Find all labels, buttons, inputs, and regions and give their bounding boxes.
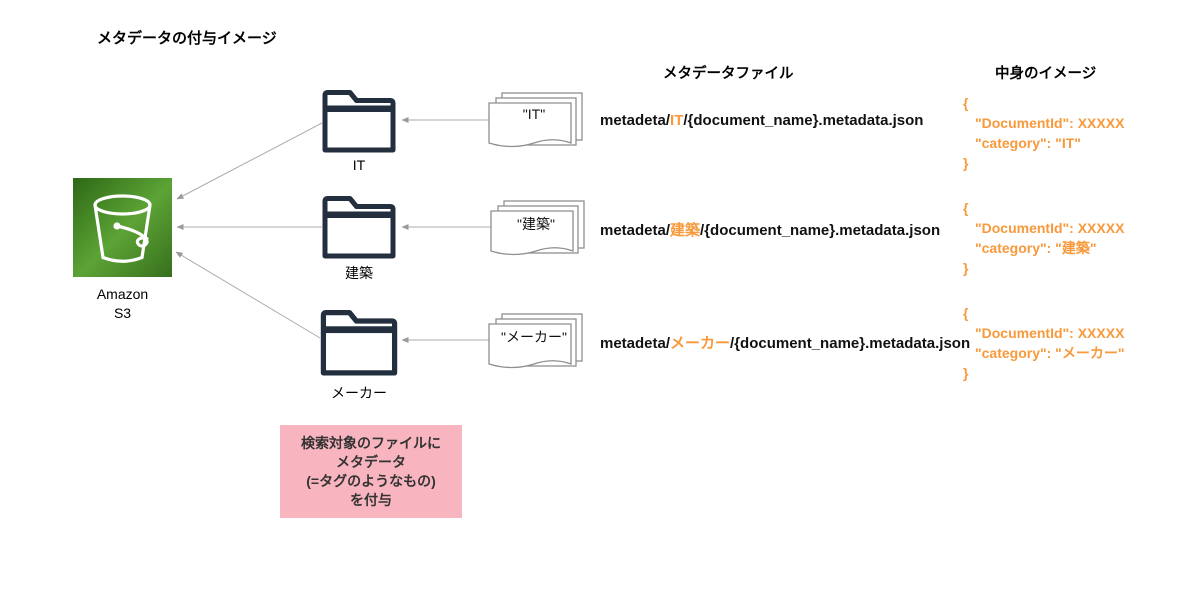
json-snippet-maker: { "DocumentId": XXXXX "category": "メーカー"… [963,305,1125,381]
document-stack-kenchiku: "建築" [489,198,593,262]
path-category-accent: メーカー [670,335,731,352]
path-category-accent: 建築 [670,222,701,239]
page-title: メタデータの付与イメージ [97,30,277,47]
metadata-path-it: metadeta/IT/{document_name}.metadata.jso… [600,112,924,129]
folder-label-maker: メーカー [331,385,387,401]
header-content-image: 中身のイメージ [995,66,1097,82]
folder-icon-maker [320,309,398,376]
folder-label-it: IT [352,157,366,173]
bucket-glyph [93,194,152,263]
metadata-path-maker: metadeta/メーカー/{document_name}.metadata.j… [600,335,971,352]
json-snippet-it: { "DocumentId": XXXXX "category": "IT" } [963,95,1125,171]
document-label: "メーカー" [501,329,567,345]
folder-icon-kenchiku [322,195,396,259]
header-metadata-file: メタデータファイル [663,66,794,82]
path-category-accent: IT [670,112,684,129]
json-snippet-kenchiku: { "DocumentId": XXXXX "category": "建築" } [963,200,1125,276]
s3-bucket-icon [73,178,172,277]
folder-icon-it [322,89,396,153]
document-stack-it: "IT" [487,90,591,154]
metadata-path-kenchiku: metadeta/建築/{document_name}.metadata.jso… [600,222,941,239]
document-label: "IT" [522,106,546,122]
folder-label-kenchiku: 建築 [345,265,373,281]
document-stack-maker: "メーカー" [487,311,591,375]
s3-label: Amazon S3 [96,286,149,321]
note-box: 検索対象のファイルに メタデータ (=タグのようなもの) を付与 [280,425,462,518]
document-label: "建築" [517,216,555,232]
